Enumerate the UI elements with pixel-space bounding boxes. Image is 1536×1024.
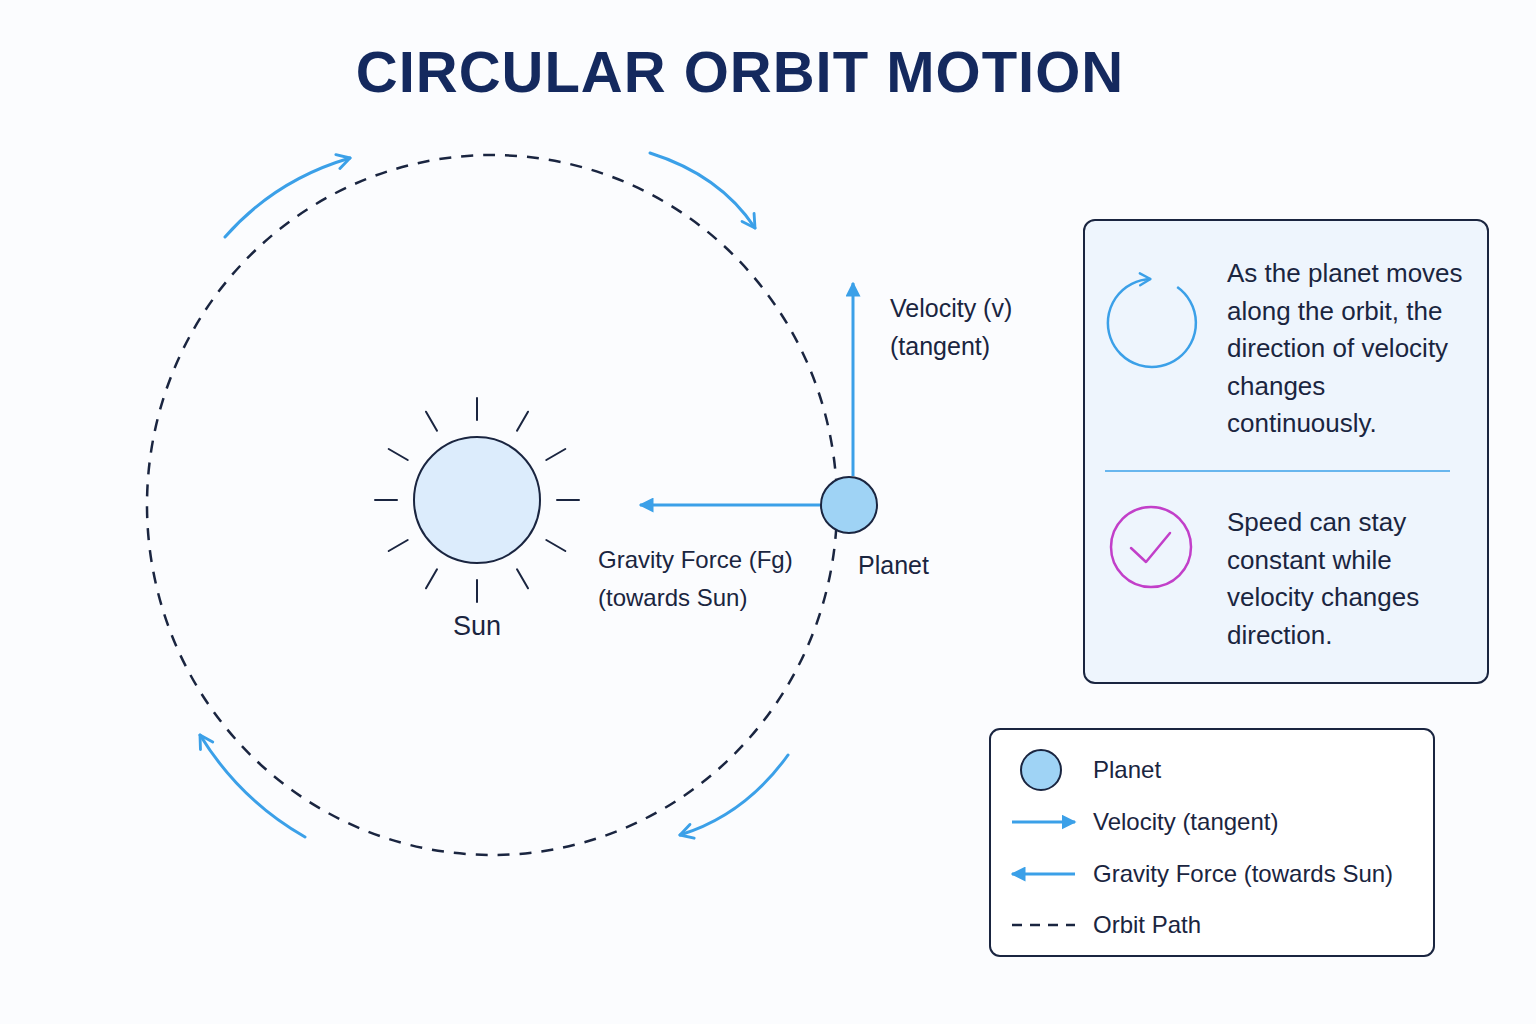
- info-note: As the planet moves along the orbit, the…: [1227, 255, 1479, 443]
- legend-sample: [1021, 750, 1061, 790]
- cycle-icon: [1108, 279, 1196, 367]
- node-outline: [413, 436, 541, 564]
- check-icon-ring: [1111, 507, 1191, 587]
- legend-arrow-sample: [1012, 821, 1075, 824]
- legend-swatches: [1012, 750, 1075, 925]
- node-outline: [820, 476, 878, 534]
- legend-arrow-sample: [1012, 873, 1075, 876]
- gravity-vector: [640, 504, 820, 507]
- sun-rays: [375, 398, 579, 602]
- legend-sample: [1012, 874, 1075, 875]
- info-box: As the planet moves along the orbit, the…: [1083, 219, 1489, 684]
- info-note: Speed can stay constant while velocity c…: [1227, 504, 1479, 654]
- motion-arrows: [200, 153, 788, 837]
- sun-node: Sun: [413, 436, 541, 564]
- legend-label: Planet: [1093, 755, 1161, 785]
- velocity-vector: [852, 283, 855, 476]
- legend-planet-sample: [1021, 750, 1061, 790]
- info-divider: [1105, 470, 1450, 472]
- node-circle: [414, 437, 540, 563]
- orbit-path: [147, 155, 837, 855]
- sun-label: Sun: [377, 610, 577, 642]
- vector-label: Velocity (v) (tangent): [890, 289, 1060, 365]
- planet-node: Planet: [820, 476, 878, 534]
- legend-label: Orbit Path: [1093, 910, 1201, 940]
- legend-label: Gravity Force (towards Sun): [1093, 859, 1393, 889]
- planet-label: Planet: [858, 550, 978, 580]
- legend-dash-sample: [1012, 924, 1075, 927]
- legend-sample: [1012, 822, 1075, 823]
- legend-frame: [990, 729, 1434, 956]
- vector-label: Gravity Force (Fg) (towards Sun): [598, 541, 828, 617]
- diagram-title: CIRCULAR ORBIT MOTION: [240, 38, 1240, 105]
- legend-label: Velocity (tangent): [1093, 807, 1278, 837]
- node-circle: [821, 477, 877, 533]
- check-icon-mark: [1131, 533, 1170, 562]
- legend-sample: [1012, 925, 1075, 926]
